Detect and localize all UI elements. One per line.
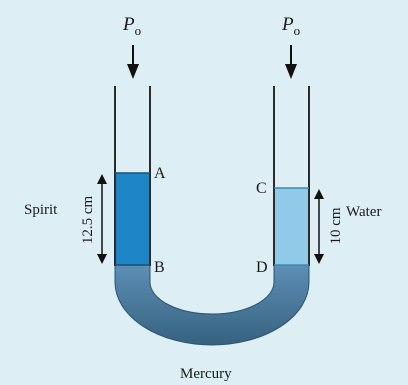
point-label-c: C (256, 180, 267, 197)
water-height-label: 10 cm (328, 207, 344, 244)
point-label-d: D (256, 259, 268, 276)
pressure-label-right: Po (281, 14, 300, 38)
water-label: Water (346, 204, 381, 220)
spirit-height-label: 12.5 cm (80, 196, 96, 245)
mercury-label: Mercury (180, 366, 232, 382)
pressure-label-left: Po (122, 14, 141, 38)
spirit-column (115, 173, 150, 265)
pressure-arrow-right (285, 45, 297, 79)
spirit-label: Spirit (24, 202, 58, 218)
pressure-arrow-left (127, 45, 139, 79)
water-height-dimension (314, 189, 324, 264)
spirit-height-dimension (97, 174, 107, 264)
water-column (274, 188, 309, 265)
mercury-u-bend (114, 264, 310, 346)
point-label-b: B (154, 259, 165, 276)
point-label-a: A (154, 165, 166, 182)
